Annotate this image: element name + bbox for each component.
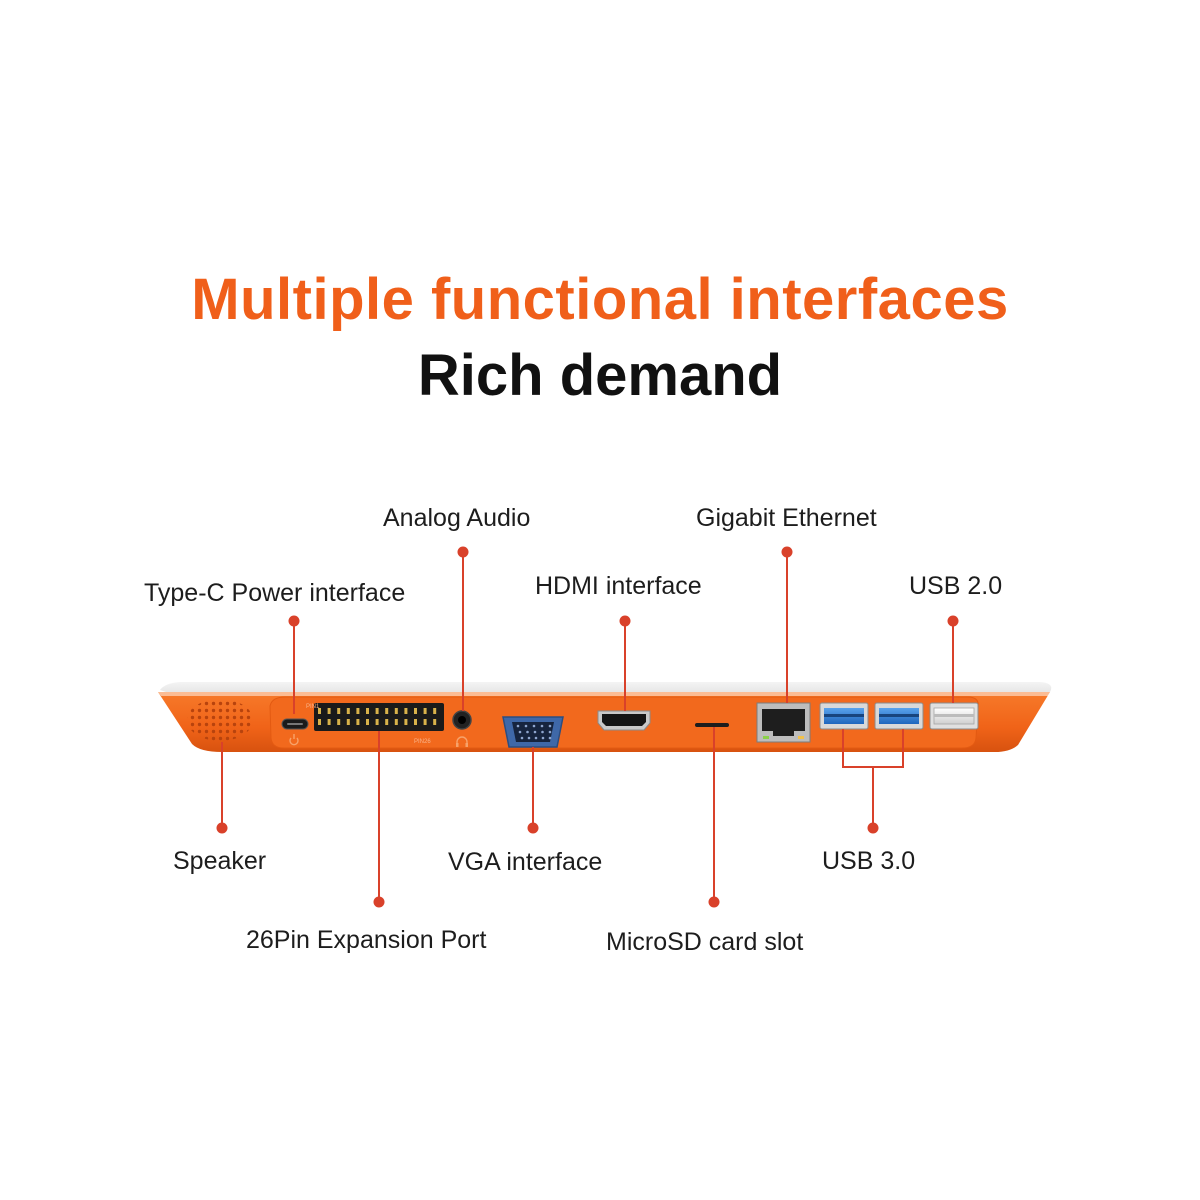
vga-pin-hole [524, 724, 528, 728]
header-pin [337, 708, 341, 714]
header-pin [366, 708, 369, 714]
speaker-grille [187, 699, 253, 741]
header-pin [394, 708, 398, 714]
page-subtitle: Rich demand [417, 343, 783, 408]
header-pin [356, 719, 360, 725]
header-pin [346, 708, 350, 714]
vga-pin-hole [541, 736, 545, 740]
pin26-mark: PIN26 [414, 739, 431, 745]
header-pin [366, 719, 369, 725]
header-pin [423, 719, 427, 725]
header-pin [318, 719, 321, 725]
vga-pin-hole [526, 730, 529, 734]
power-icon [289, 734, 299, 746]
vga-pin-hole [548, 736, 552, 740]
ethernet-port [756, 702, 811, 743]
vga-pin-hole [548, 724, 552, 728]
label-analog-audio: Analog Audio [383, 504, 531, 532]
pin1-mark: PIN1 [306, 704, 320, 710]
header-pin [433, 719, 437, 725]
header-pin [414, 719, 417, 725]
vga-pin-hole [527, 736, 531, 740]
vga-pin-hole [520, 736, 524, 740]
vga-port [502, 716, 564, 748]
vga-pin-hole [540, 724, 544, 728]
header-pin [375, 708, 379, 714]
audio-jack [452, 710, 472, 730]
label-expansion-port: 26Pin Expansion Port [246, 926, 487, 954]
type-c-port [281, 718, 309, 730]
header-pin [433, 708, 437, 714]
label-hdmi: HDMI interface [535, 572, 702, 600]
vga-pin-hole [518, 730, 522, 734]
label-microsd: MicroSD card slot [606, 928, 804, 956]
header-pin [327, 719, 331, 725]
microsd-slot [695, 723, 729, 727]
vga-pin-hole [534, 736, 538, 740]
callout-dot-microsd [708, 896, 720, 908]
header-pin [385, 708, 389, 714]
header-pin [318, 708, 321, 714]
usb2-port [929, 702, 979, 730]
header-pin [375, 719, 379, 725]
callout-dot-hdmi [619, 615, 631, 627]
callout-dot-type-c [288, 615, 300, 627]
label-usb3: USB 3.0 [822, 847, 916, 875]
header-pin [385, 719, 389, 725]
callout-dot-usb2 [947, 615, 959, 627]
label-speaker: Speaker [173, 847, 267, 875]
header-pin [356, 708, 360, 714]
header-pin [337, 719, 341, 725]
header-pin [404, 719, 408, 725]
callout-dot-speaker [216, 822, 228, 834]
expansion-header [314, 703, 444, 731]
usb3-port-2 [874, 702, 924, 730]
header-pin [327, 708, 331, 714]
label-gigabit-ethernet: Gigabit Ethernet [696, 504, 877, 532]
header-pin [394, 719, 398, 725]
callouts [221, 552, 954, 902]
callout-dot-expansion [373, 896, 385, 908]
usb3-port-1 [819, 702, 869, 730]
vga-pin-hole [541, 730, 544, 734]
label-usb2: USB 2.0 [909, 572, 1003, 600]
callout-dot-vga [527, 822, 539, 834]
header-pin [423, 708, 427, 714]
label-vga: VGA interface [448, 848, 603, 876]
vga-pin-hole [533, 730, 537, 734]
header-pin [414, 708, 417, 714]
header-pin [346, 719, 350, 725]
vga-pin-hole [516, 724, 520, 728]
hdmi-port [597, 710, 651, 731]
callout-dot-ethernet [781, 546, 793, 558]
callout-dot-usb3 [867, 822, 879, 834]
vga-pin-hole [532, 724, 536, 728]
callout-dot-audio [457, 546, 469, 558]
header-pin [404, 708, 408, 714]
callout-dots [216, 546, 959, 908]
headphone-icon [456, 736, 468, 747]
page-title: Multiple functional interfaces [191, 267, 1009, 332]
vga-pin-hole [548, 730, 552, 734]
label-type-c-power: Type-C Power interface [144, 579, 406, 607]
callout-bracket-usb3 [842, 729, 904, 828]
